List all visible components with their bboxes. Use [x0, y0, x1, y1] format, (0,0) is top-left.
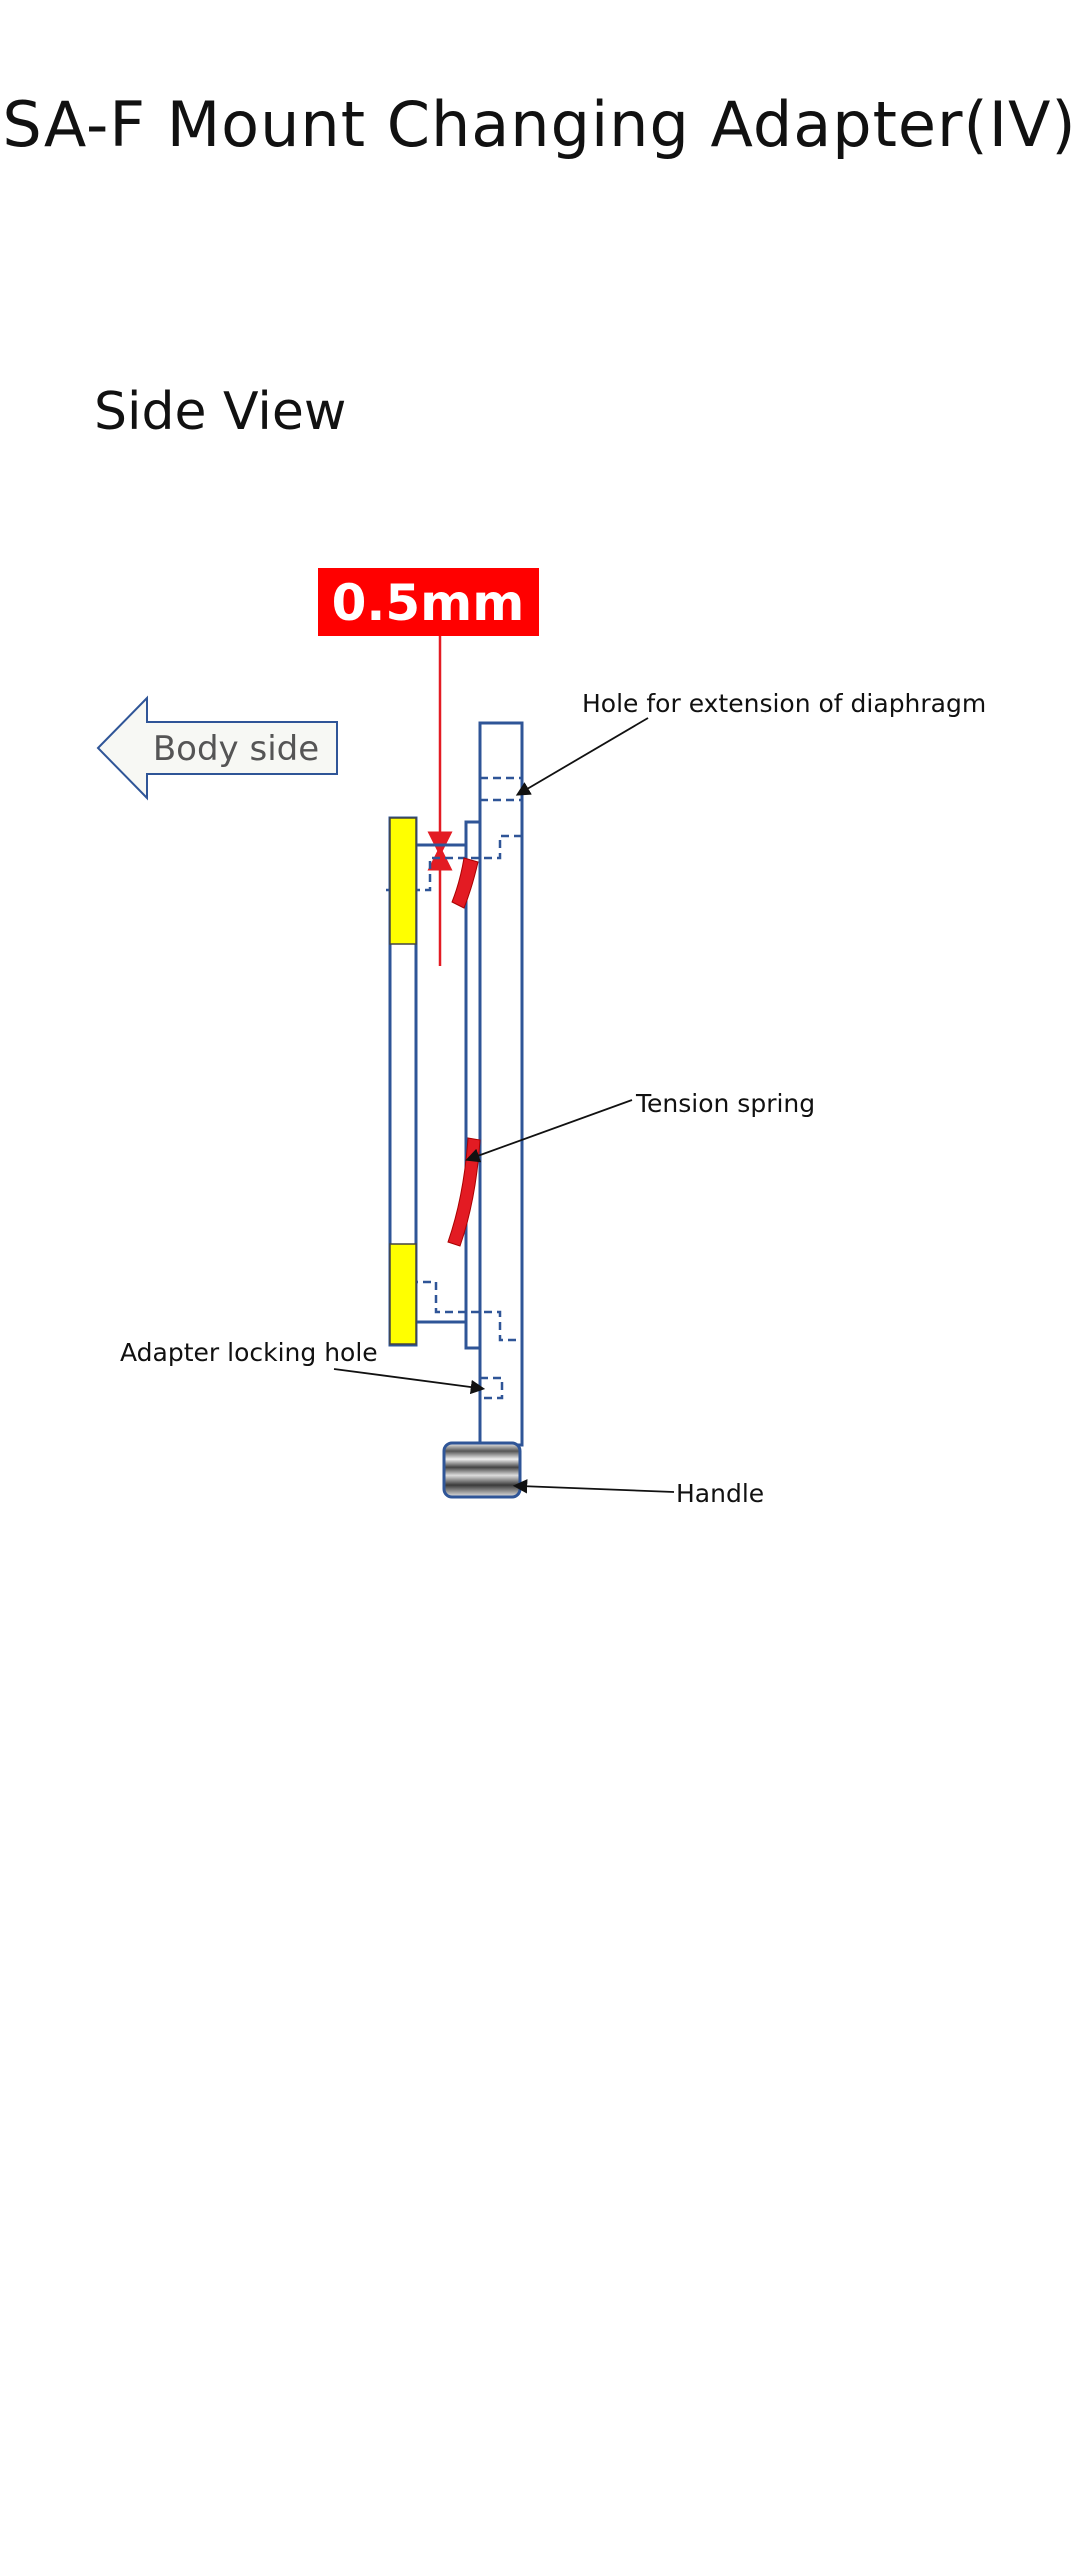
handle-label: Handle [676, 1479, 764, 1508]
dimension-text: 0.5mm [332, 574, 525, 632]
lower-spring [447, 1137, 481, 1247]
lower-lug [389, 1243, 417, 1345]
leader-lines [333, 717, 675, 1494]
dimension-label: 0.5mm [318, 568, 539, 636]
body-side-arrow: Body side [96, 695, 338, 801]
tension-spring-label: Tension spring [635, 1089, 815, 1118]
page-title: SA-F Mount Changing Adapter(IV) [2, 88, 1077, 161]
upper-spring [451, 857, 479, 909]
body-side-text: Body side [153, 729, 319, 769]
section-title: Side View [94, 382, 347, 442]
upper-lug [389, 817, 417, 945]
bayonet-lugs [389, 817, 417, 1345]
handle [442, 1441, 522, 1499]
diaphragm-hole-label: Hole for extension of diaphragm [582, 689, 986, 718]
tension-springs [447, 857, 481, 1247]
locking-hole-label: Adapter locking hole [120, 1338, 378, 1367]
